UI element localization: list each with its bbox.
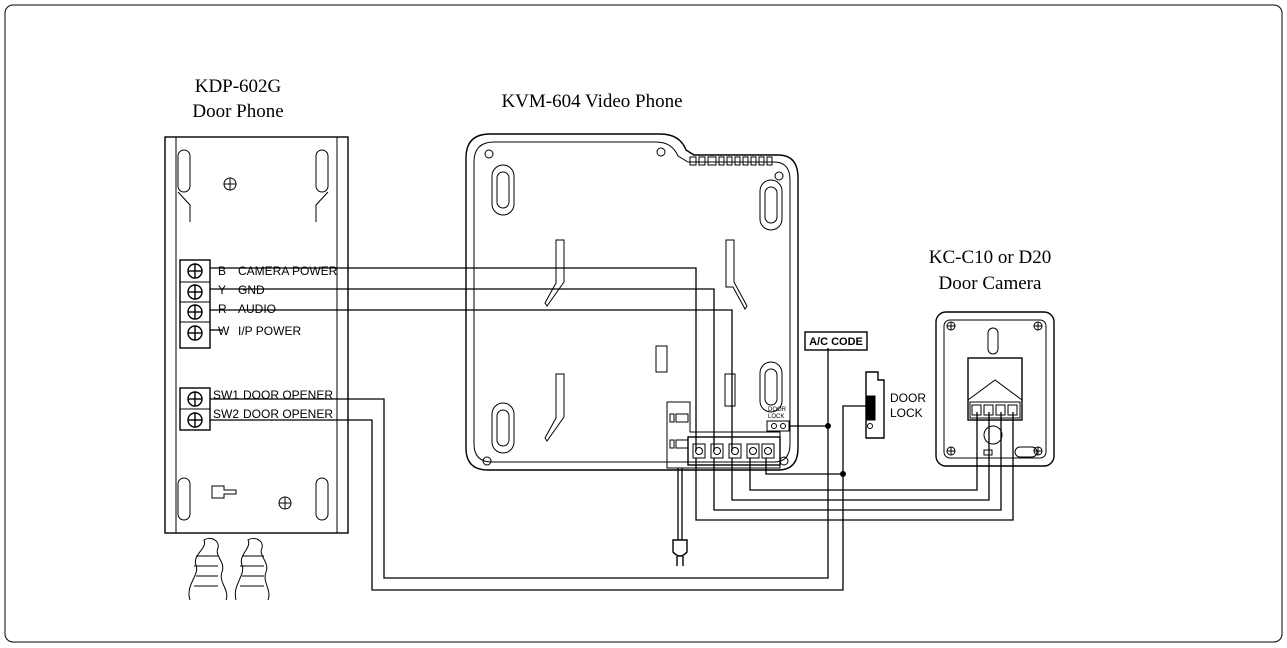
screw-icon bbox=[1033, 321, 1043, 331]
mount-slot bbox=[315, 477, 329, 521]
terminal-screw-icon bbox=[187, 263, 203, 279]
terminal-code: B bbox=[218, 264, 226, 278]
switch-code: SW2 bbox=[213, 407, 239, 421]
mount-slot bbox=[315, 149, 329, 193]
switch-label: DOOR OPENER bbox=[243, 388, 333, 402]
door-phone-title-model: KDP-602G bbox=[195, 76, 282, 97]
door-phone: KDP-602G Door Phone B CAMERA P bbox=[164, 76, 349, 601]
latch-icon bbox=[211, 485, 237, 499]
terminal-code: R bbox=[218, 302, 227, 316]
screw-icon bbox=[278, 496, 292, 510]
door-lock-label: LOCK bbox=[890, 406, 923, 420]
power-plug-icon bbox=[672, 539, 688, 557]
door-phone-title-type: Door Phone bbox=[192, 101, 283, 122]
door-camera: KC-C10 or D20 Door Camera bbox=[929, 247, 1055, 467]
terminal-label: GND bbox=[238, 283, 265, 297]
terminal-screw-icon bbox=[187, 412, 203, 428]
door-lock-terminal-label: DOOR bbox=[768, 407, 787, 413]
video-phone-title: KVM-604 Video Phone bbox=[501, 91, 682, 112]
door-lock-label: DOOR bbox=[890, 391, 926, 405]
switch-code: SW1 bbox=[213, 388, 239, 402]
wiring bbox=[210, 267, 1014, 591]
screw-icon bbox=[946, 446, 956, 456]
handset-cord-icon bbox=[188, 537, 270, 601]
video-phone: KVM-604 Video Phone bbox=[465, 91, 799, 566]
screw-icon bbox=[223, 177, 237, 191]
terminal-screw-icon bbox=[692, 443, 775, 459]
terminal-label: I/P POWER bbox=[238, 324, 301, 338]
mount-slot bbox=[177, 477, 191, 521]
terminal-screw-icon bbox=[187, 304, 203, 320]
terminal-screw-icon bbox=[971, 404, 1018, 416]
screw-icon bbox=[1033, 446, 1043, 456]
outer-frame bbox=[4, 4, 1283, 643]
terminal-code: W bbox=[218, 324, 230, 338]
terminal-housing bbox=[666, 401, 781, 469]
switch-label: DOOR OPENER bbox=[243, 407, 333, 421]
terminal-code: Y bbox=[218, 283, 226, 297]
video-phone-body bbox=[465, 133, 799, 471]
terminal-block bbox=[179, 259, 211, 349]
camera-title-type: Door Camera bbox=[939, 273, 1042, 294]
terminal-label: AUDIO bbox=[238, 302, 276, 316]
camera-terminal-box bbox=[967, 357, 1023, 421]
terminal-screw-icon bbox=[187, 284, 203, 300]
door-lock-device: DOOR LOCK bbox=[865, 371, 926, 439]
terminal-screw-icon bbox=[187, 325, 203, 341]
camera-body bbox=[935, 311, 1055, 467]
mount-slot bbox=[177, 149, 191, 193]
ac-code-box bbox=[804, 331, 868, 351]
video-phone-terminal-strip bbox=[687, 436, 781, 466]
ac-code-label: A/C CODE bbox=[809, 336, 863, 348]
screw-icon bbox=[946, 321, 956, 331]
camera-title-model: KC-C10 or D20 bbox=[929, 247, 1051, 268]
door-phone-body bbox=[164, 136, 349, 534]
terminal-label: CAMERA POWER bbox=[238, 264, 338, 278]
door-lock-terminal-label: LOCK bbox=[768, 414, 784, 420]
terminal-screw-icon bbox=[187, 391, 203, 407]
vent-strip bbox=[689, 156, 773, 166]
